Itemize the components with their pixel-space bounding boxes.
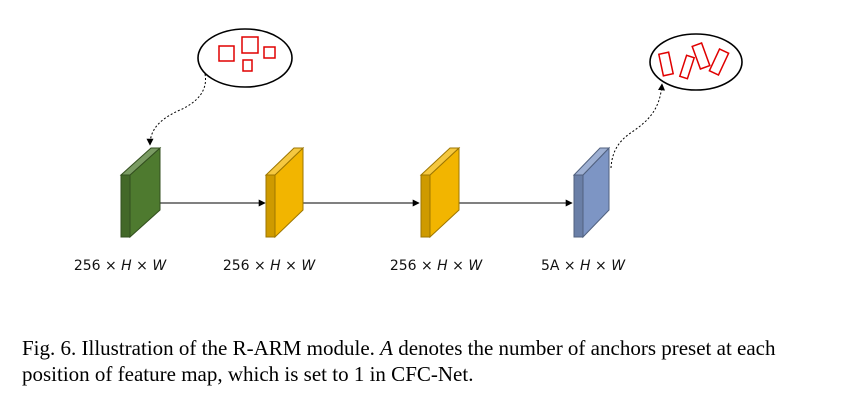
anchor-callout-right	[649, 33, 743, 91]
block-4-dim-label: 5A × H × W	[540, 258, 626, 274]
block-2-dim-label: 256 × H × W	[222, 258, 316, 274]
anchor-box	[242, 59, 253, 72]
figure-caption: Fig. 6. Illustration of the R-ARM module…	[22, 336, 776, 386]
block-3-dim-label: 256 × H × W	[389, 258, 483, 274]
rotated-anchor-box	[657, 51, 675, 77]
rotated-anchor-box	[678, 54, 696, 80]
anchor-box	[263, 46, 276, 59]
feature-block-3	[419, 146, 461, 239]
rotated-anchor-box	[708, 48, 730, 76]
anchor-box	[241, 36, 259, 54]
block-1-dim-label: 256 × H × W	[73, 258, 167, 274]
feature-block-4	[572, 146, 611, 239]
dashed-connector-left	[146, 73, 207, 146]
anchor-box	[218, 45, 235, 62]
anchor-callout-left	[197, 28, 293, 88]
dashed-connector-right	[610, 83, 666, 169]
feature-block-1	[119, 146, 162, 239]
feature-block-2	[264, 146, 305, 239]
rotated-anchor-box	[691, 42, 711, 70]
